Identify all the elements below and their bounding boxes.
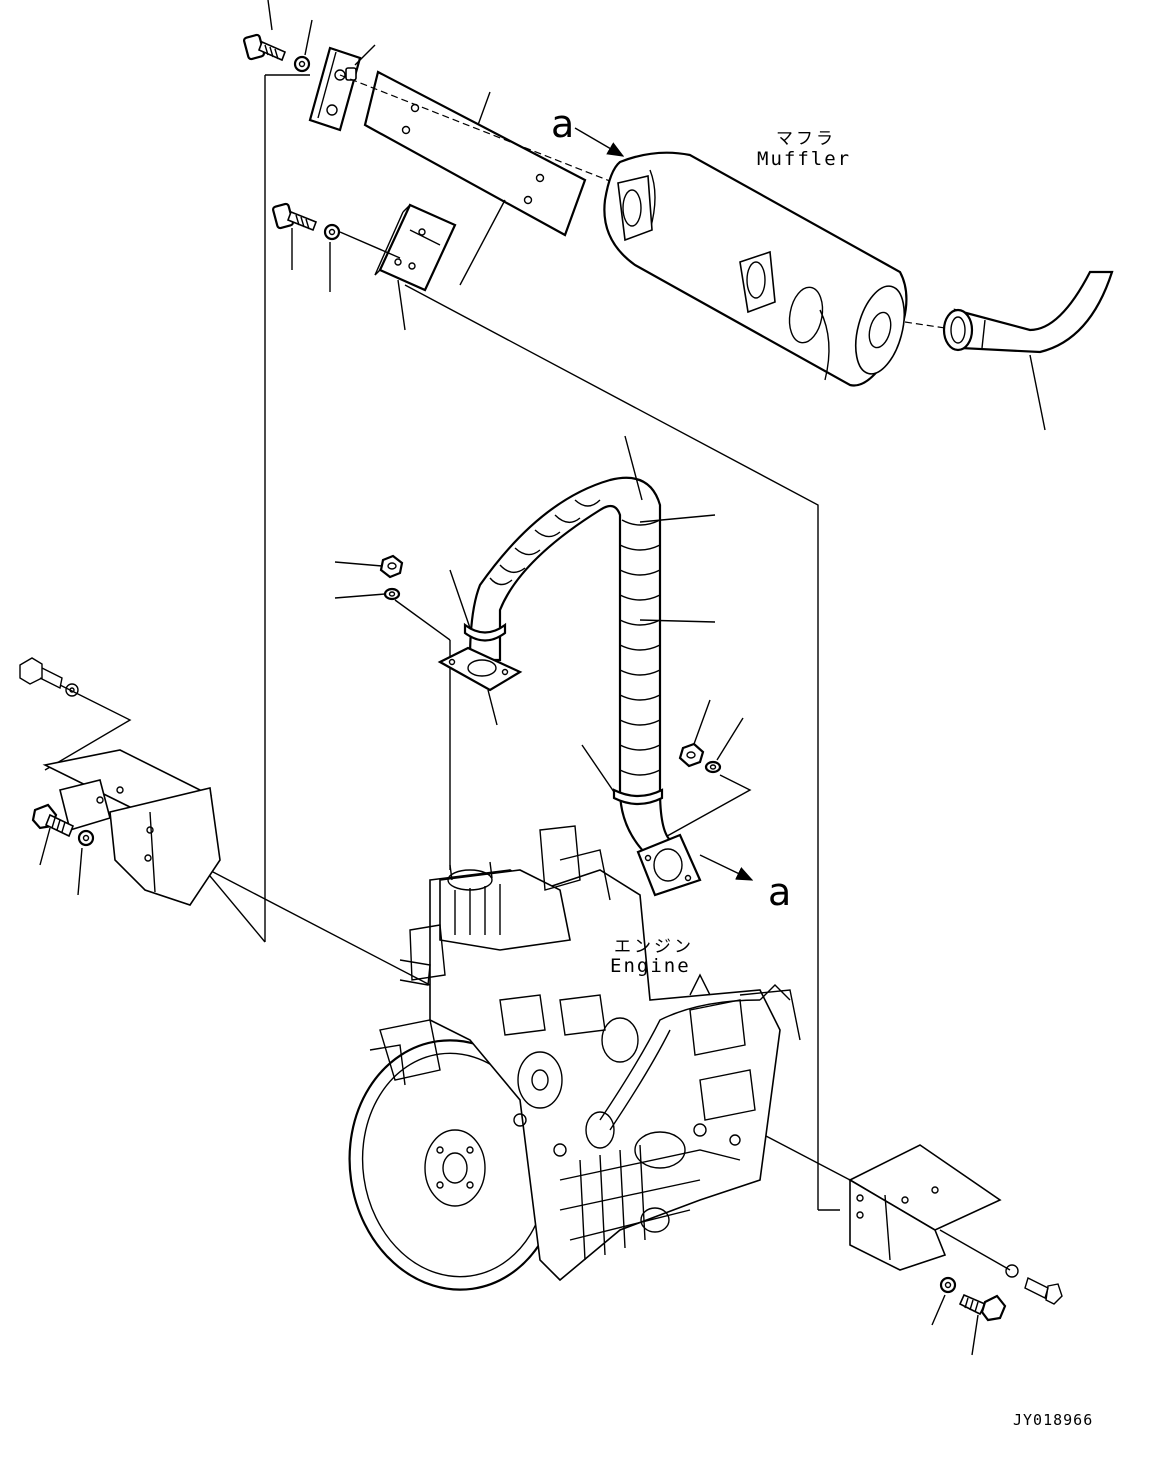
washer-icon — [704, 760, 722, 774]
muffler-label-en: Muffler — [757, 148, 852, 170]
leader-line — [267, 0, 273, 31]
bolt-icon — [958, 1293, 1007, 1322]
engine — [348, 825, 801, 1291]
bolt-icon — [242, 33, 287, 62]
bolt-icon — [271, 202, 318, 232]
assembly-guide-lines — [44, 74, 1011, 1271]
reference-arrow-a — [699, 854, 754, 881]
muffler-label-jp: マフラ — [776, 129, 836, 149]
bolt-icon — [19, 657, 63, 690]
engine-label-en: Engine — [610, 955, 691, 977]
washer-icon — [383, 587, 401, 601]
bracket-icon — [308, 46, 362, 132]
reference-label-a-top: a — [551, 102, 575, 146]
muffler — [603, 151, 908, 387]
heat-shield-plate — [363, 70, 587, 237]
washer-icon — [293, 55, 311, 73]
washer-icon — [939, 1276, 957, 1294]
bracket-icon — [374, 203, 457, 292]
bolt-icon — [1024, 1277, 1063, 1305]
bolt-icon — [31, 803, 75, 838]
nut-icon — [379, 554, 404, 579]
right-engine-mount-bracket — [848, 1144, 1002, 1271]
nut-icon — [678, 742, 705, 768]
drawing-id: JY018966 — [1013, 1411, 1094, 1429]
reference-label-a-bottom: a — [768, 870, 792, 914]
engine-label-jp: エンジン — [614, 937, 694, 957]
clamp-icon — [463, 622, 507, 642]
gasket-icon — [437, 646, 523, 692]
clamp-icon — [612, 788, 664, 806]
washer-icon — [77, 829, 95, 847]
exhaust-flex-pipe — [468, 476, 672, 860]
reference-arrow-a — [574, 127, 625, 157]
washer-icon — [323, 223, 341, 241]
left-engine-mount-bracket — [42, 749, 221, 906]
gasket-icon — [636, 833, 702, 897]
tail-pipe — [942, 270, 1114, 354]
washer-icon — [65, 683, 79, 697]
washer-icon — [1005, 1264, 1019, 1278]
